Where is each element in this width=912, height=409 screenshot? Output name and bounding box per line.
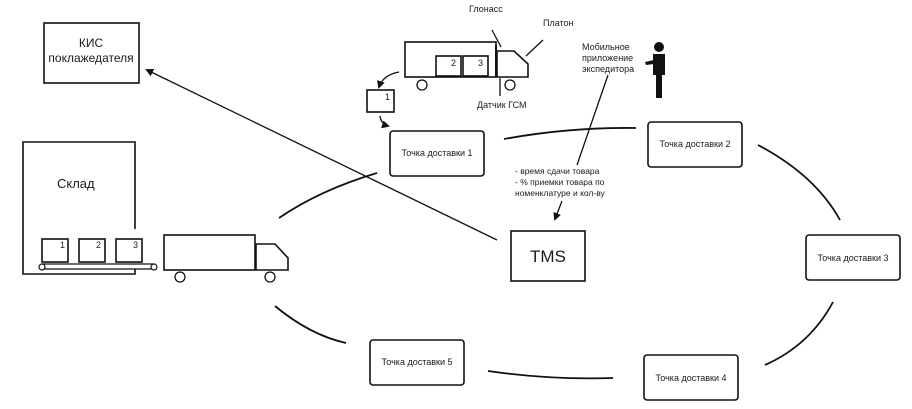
delivery-point-4-label: Точка доставки 4 <box>656 373 727 383</box>
delivery-point-5[interactable]: Точка доставки 5 <box>369 339 465 386</box>
unloaded-cargo-box: 1 <box>366 89 395 113</box>
tms-to-kis-arrow <box>145 69 498 241</box>
svg-text:1: 1 <box>60 240 65 250</box>
fuel-sensor-label: Датчик ГСМ <box>477 100 527 110</box>
delivery-point-2[interactable]: Точка доставки 2 <box>647 121 743 168</box>
delivery-point-2-label: Точка доставки 2 <box>660 139 731 149</box>
metrics-to-tms-arrow <box>553 200 563 221</box>
mobile-app-label-line1: Мобильное <box>582 42 630 52</box>
route-segment <box>764 301 834 366</box>
delivery-point-4[interactable]: Точка доставки 4 <box>643 354 739 401</box>
platon-label: Платон <box>543 18 574 28</box>
expeditor-person-icon <box>645 42 665 98</box>
metrics-line1: - время сдачи товара <box>515 166 600 176</box>
kis-label-line2: поклажедателя <box>48 51 133 65</box>
svg-text:2: 2 <box>451 58 456 68</box>
conveyor-belt <box>38 263 158 271</box>
warehouse-cargo-box: 1 <box>41 238 69 263</box>
tms-node[interactable]: TMS <box>510 230 586 282</box>
deliver-arrow <box>379 115 390 129</box>
unload-arrow <box>377 71 400 89</box>
route-segment <box>503 127 637 140</box>
svg-text:2: 2 <box>96 240 101 250</box>
svg-text:3: 3 <box>133 240 138 250</box>
mobile-app-label-line2: приложение <box>582 53 633 63</box>
svg-text:3: 3 <box>478 58 483 68</box>
metrics-line2: - % приемки товара по <box>515 177 605 187</box>
warehouse-cargo-box: 2 <box>78 238 106 263</box>
truck-cargo-box: 2 <box>435 55 462 77</box>
delivery-point-5-label: Точка доставки 5 <box>382 357 453 367</box>
truck-icon <box>163 234 289 283</box>
delivery-point-1[interactable]: Точка доставки 1 <box>389 130 485 177</box>
mobile-app-label-line3: экспедитора <box>582 64 634 74</box>
metrics-line3: номенклатуре и кол-ву <box>515 188 606 198</box>
platon-pointer <box>525 39 544 57</box>
kis-label-line1: КИС <box>79 36 104 50</box>
route-segment <box>487 370 614 380</box>
glonass-pointer <box>491 29 502 48</box>
kis-node[interactable]: КИС поклажедателя <box>43 22 140 84</box>
delivery-point-3[interactable]: Точка доставки 3 <box>805 234 901 281</box>
truck-cargo-box: 3 <box>462 55 489 77</box>
delivery-point-3-label: Точка доставки 3 <box>818 253 889 263</box>
svg-text:1: 1 <box>385 92 390 102</box>
tms-label: TMS <box>530 247 566 266</box>
warehouse-label: Склад <box>57 176 95 191</box>
route-segment <box>278 172 378 219</box>
glonass-label: Глонасс <box>469 4 503 14</box>
warehouse-node[interactable]: Склад 1 2 3 <box>22 141 158 275</box>
route-segment <box>274 305 347 344</box>
delivery-truck-icon: 2 3 <box>404 41 529 91</box>
mobile-app-pointer <box>576 74 609 166</box>
route-segment <box>757 144 841 221</box>
warehouse-cargo-box: 3 <box>115 238 143 263</box>
delivery-point-1-label: Точка доставки 1 <box>402 148 473 158</box>
